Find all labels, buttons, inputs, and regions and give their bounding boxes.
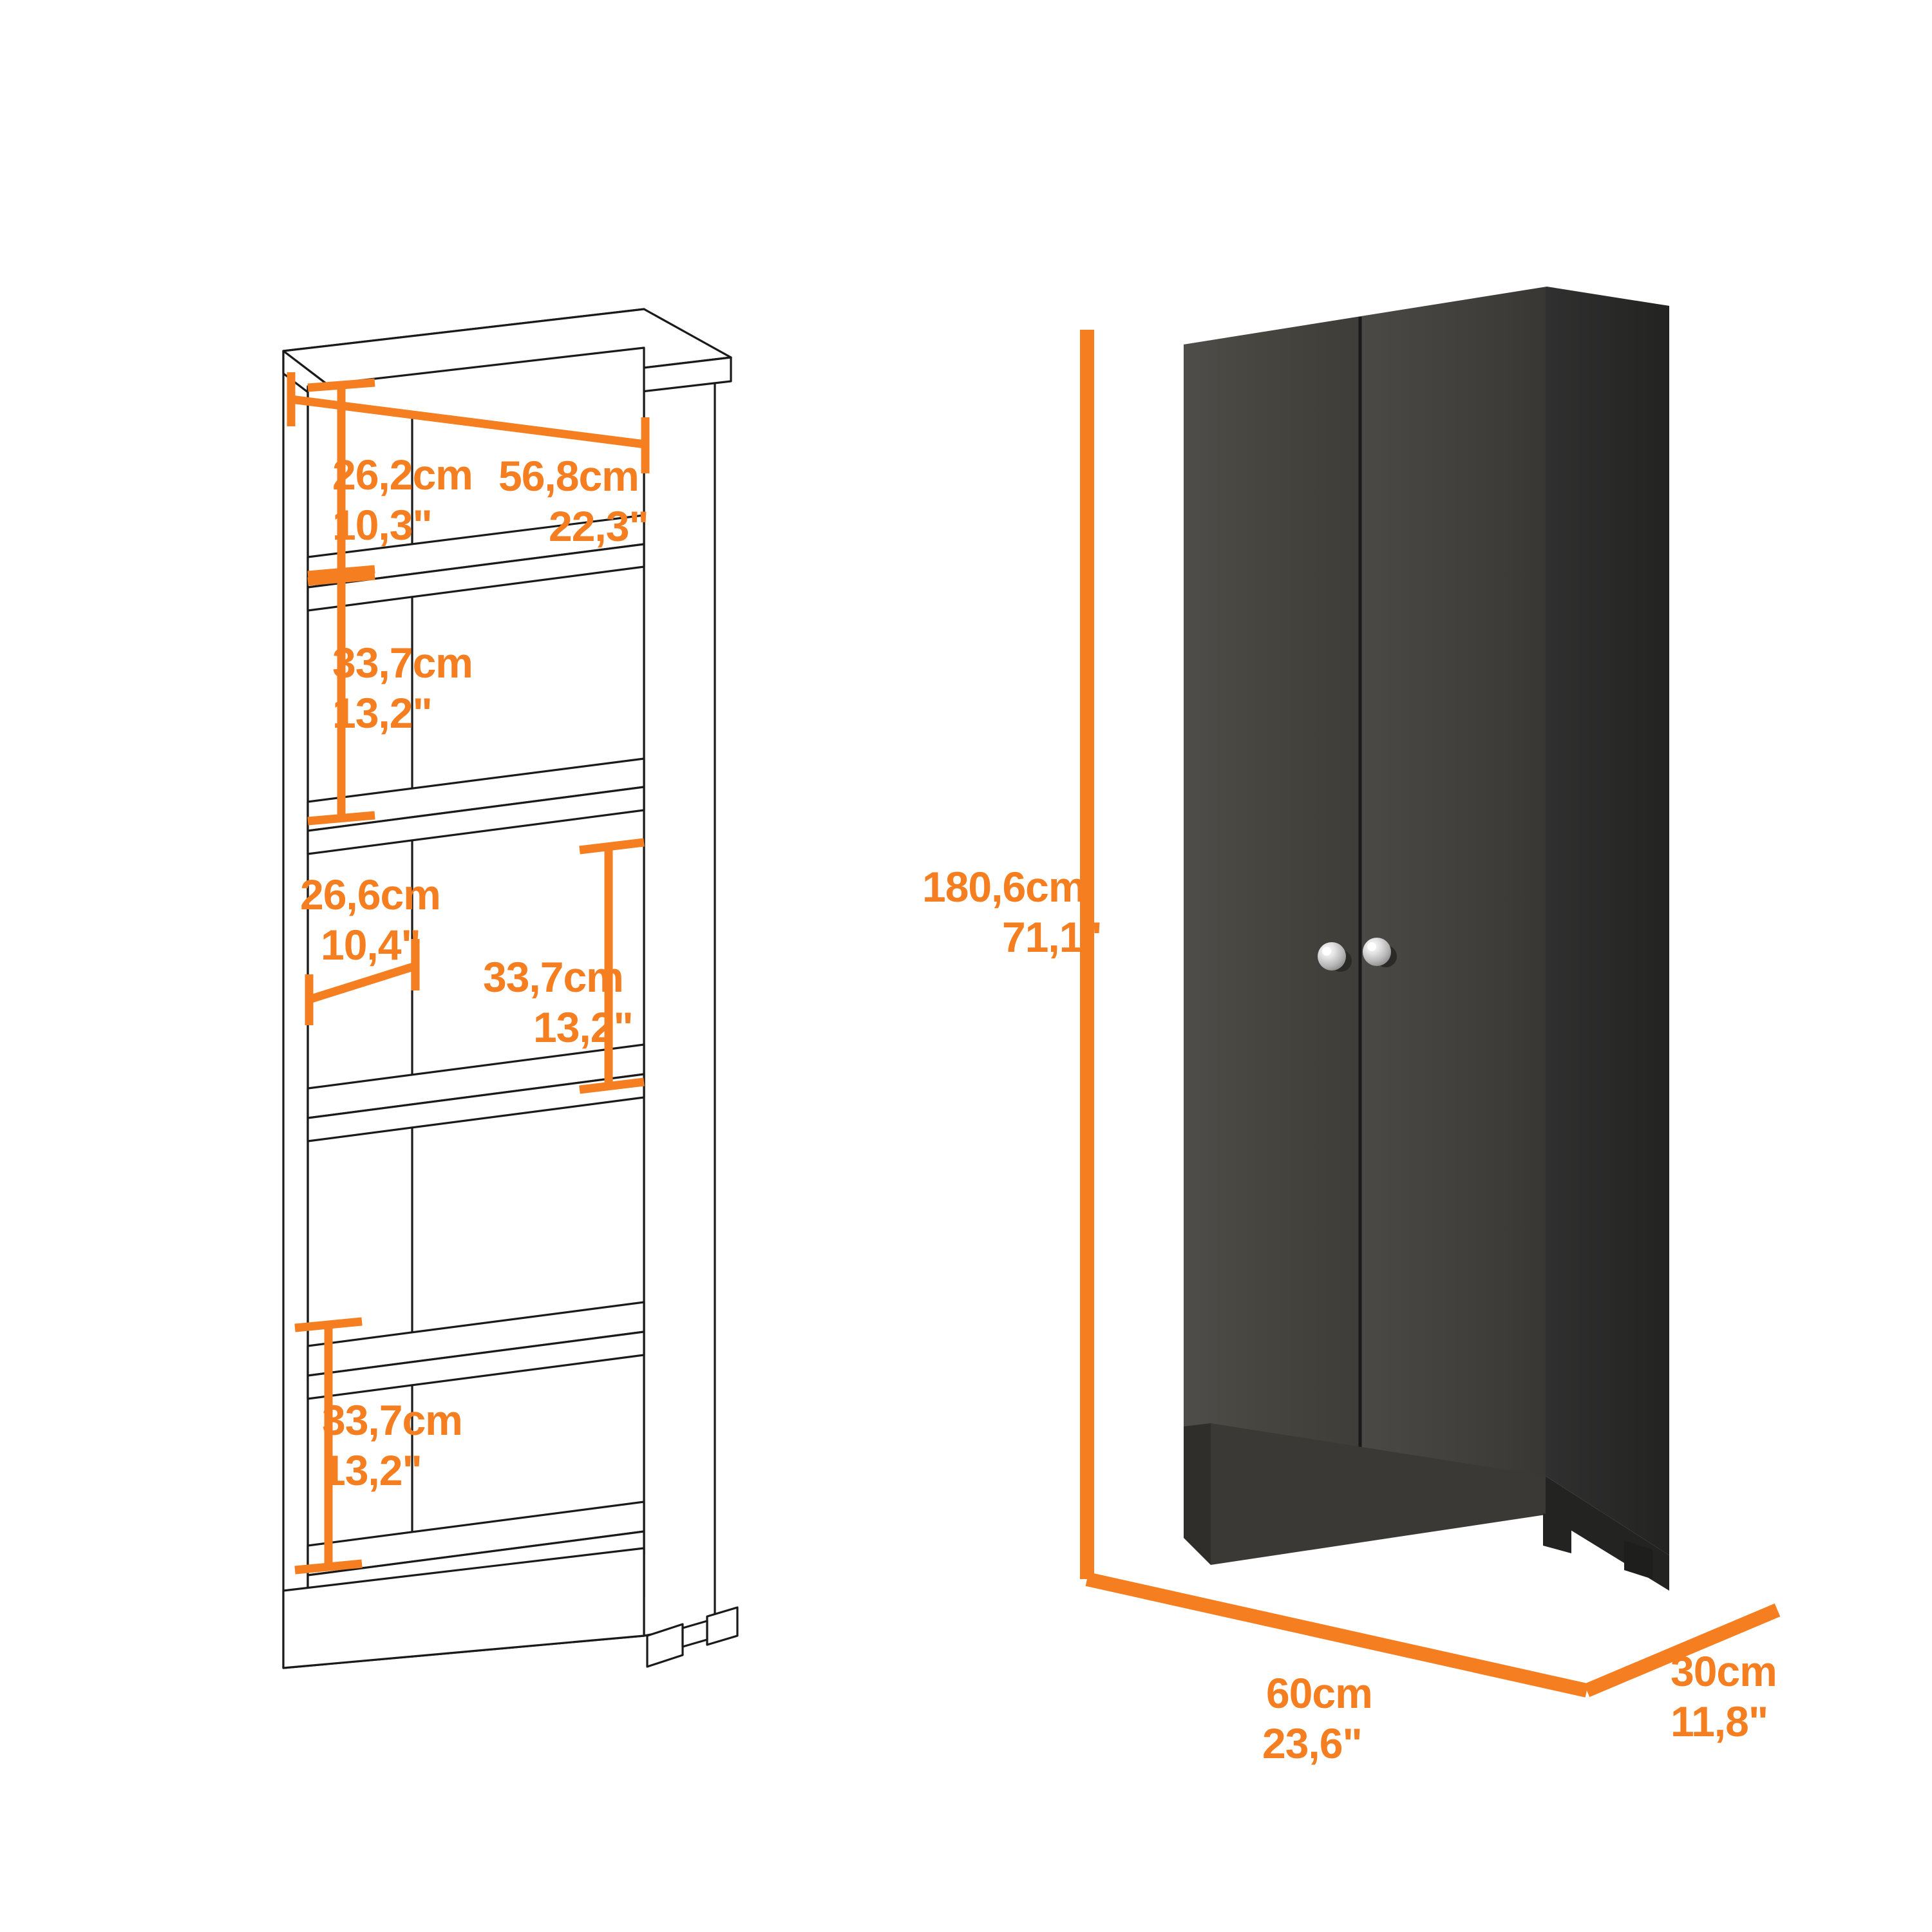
- shelf-4: [307, 1301, 645, 1400]
- dim-third-in: 13,2": [533, 1003, 633, 1051]
- dim-interior-width: 56,8cm 22,3": [287, 372, 650, 550]
- cabinet-foot-back: [1624, 1540, 1653, 1579]
- cabinet-lower-band: [1211, 1423, 1546, 1565]
- dim-depth-cm: 26,6cm: [300, 871, 440, 918]
- dim-top-in: 10,3": [332, 501, 432, 549]
- cabinet-base-plinth: [1184, 1423, 1211, 1565]
- dim-third-compartment: 33,7cm 13,2": [483, 838, 645, 1094]
- cabinet-door-right[interactable]: [1361, 287, 1546, 1501]
- dim-ovdepth-cm: 30cm: [1671, 1647, 1777, 1695]
- dim-overall-depth: 30cm 11,8": [1584, 1603, 1781, 1745]
- foot-bridge: [681, 1620, 708, 1648]
- bookcase-wireframe: 26,2cm 10,3" 56,8cm 22,3" 33,7cm 13,2" 2…: [282, 308, 739, 1669]
- dim-width-in: 22,3": [549, 502, 649, 550]
- dim-second-cm: 33,7cm: [332, 639, 473, 687]
- carcass-side-panel: [643, 308, 716, 1637]
- dim-third-cm: 33,7cm: [483, 953, 623, 1001]
- dim-ovwidth-in: 23,6": [1262, 1719, 1362, 1767]
- dim-height-cm: 180,6cm: [922, 863, 1086, 911]
- dim-bottom-cm: 33,7cm: [322, 1396, 462, 1444]
- dim-width-cm: 56,8cm: [498, 452, 639, 500]
- dim-overall-width: 60cm 23,6": [1085, 1572, 1589, 1767]
- cabinet-render: 180,6cm 71,1" 60cm 23,6" 30cm 11,8": [922, 287, 1781, 1767]
- dim-top-compartment: 26,2cm 10,3": [307, 378, 473, 580]
- dim-second-compartment: 33,7cm 13,2": [307, 571, 473, 826]
- dim-ovdepth-in: 11,8": [1671, 1698, 1768, 1745]
- dim-bottom-compartment: 33,7cm 13,2": [294, 1317, 463, 1575]
- dim-shelf-depth: 26,6cm 10,4": [300, 871, 441, 1025]
- dim-top-cm: 26,2cm: [332, 451, 473, 498]
- knob-right[interactable]: [1363, 938, 1397, 967]
- shelf-1: [307, 514, 645, 612]
- cabinet-door-left[interactable]: [1184, 317, 1359, 1538]
- dim-depth-in: 10,4": [321, 921, 421, 969]
- dim-bottom-in: 13,2": [322, 1446, 422, 1494]
- shelf-3: [307, 1043, 645, 1142]
- foot-front-left: [646, 1623, 684, 1668]
- cabinet-side-panel: [1546, 287, 1669, 1555]
- dim-overall-height: 180,6cm 71,1": [922, 330, 1103, 1579]
- shelf-2: [307, 757, 645, 855]
- dim-height-in: 71,1": [1002, 913, 1102, 961]
- cabinet-foot-front: [1543, 1513, 1571, 1553]
- dim-second-in: 13,2": [332, 689, 432, 737]
- base-plinth: [282, 1547, 645, 1669]
- dim-ovwidth-cm: 60cm: [1266, 1669, 1372, 1717]
- knob-left[interactable]: [1318, 942, 1352, 972]
